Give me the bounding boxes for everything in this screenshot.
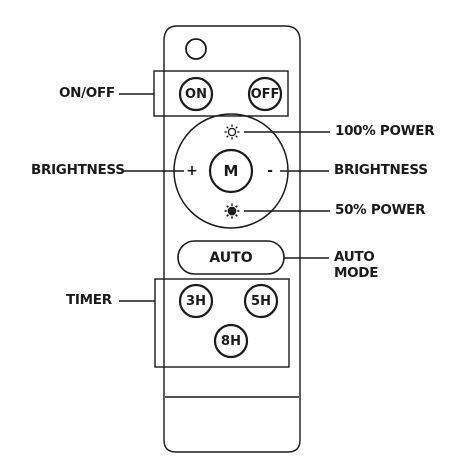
power-50-button[interactable] [222, 201, 242, 221]
mode-button[interactable]: M [223, 161, 239, 180]
brightness-right-label: BRIGHTNESS [334, 162, 428, 178]
timer-3h-button-outline [178, 283, 214, 319]
auto-mode-label-line1: AUTO [334, 249, 375, 265]
power-100-label: 100% POWER [335, 123, 435, 139]
sun-filled-icon [224, 203, 240, 219]
off-button[interactable]: OFF [250, 86, 280, 102]
brightness-minus-button[interactable]: - [263, 162, 277, 180]
remote-body [163, 25, 301, 453]
sun-outline-icon [224, 124, 240, 140]
timer-group-outline [154, 278, 290, 368]
auto-mode-label-line2: MODE [334, 265, 379, 281]
timer-8h-button[interactable]: 8H [221, 333, 241, 349]
timer-5h-button-outline [243, 283, 279, 319]
on-button[interactable]: ON [185, 86, 207, 102]
brightness-plus-button[interactable]: + [184, 162, 200, 180]
off-button-outline [247, 76, 283, 112]
power-100-button[interactable] [222, 122, 242, 142]
on-off-label: ON/OFF [59, 85, 115, 101]
timer-8h-button-outline [213, 323, 249, 359]
timer-label: TIMER [66, 292, 112, 308]
mode-button-outline [208, 148, 254, 194]
on-button-outline [178, 76, 214, 112]
timer-3h-button[interactable]: 3H [186, 293, 206, 309]
auto-button[interactable]: AUTO [209, 249, 253, 266]
indicator-light-icon [185, 38, 207, 60]
timer-5h-button[interactable]: 5H [251, 293, 271, 309]
power-50-label: 50% POWER [335, 202, 426, 218]
brightness-left-label: BRIGHTNESS [31, 162, 125, 178]
